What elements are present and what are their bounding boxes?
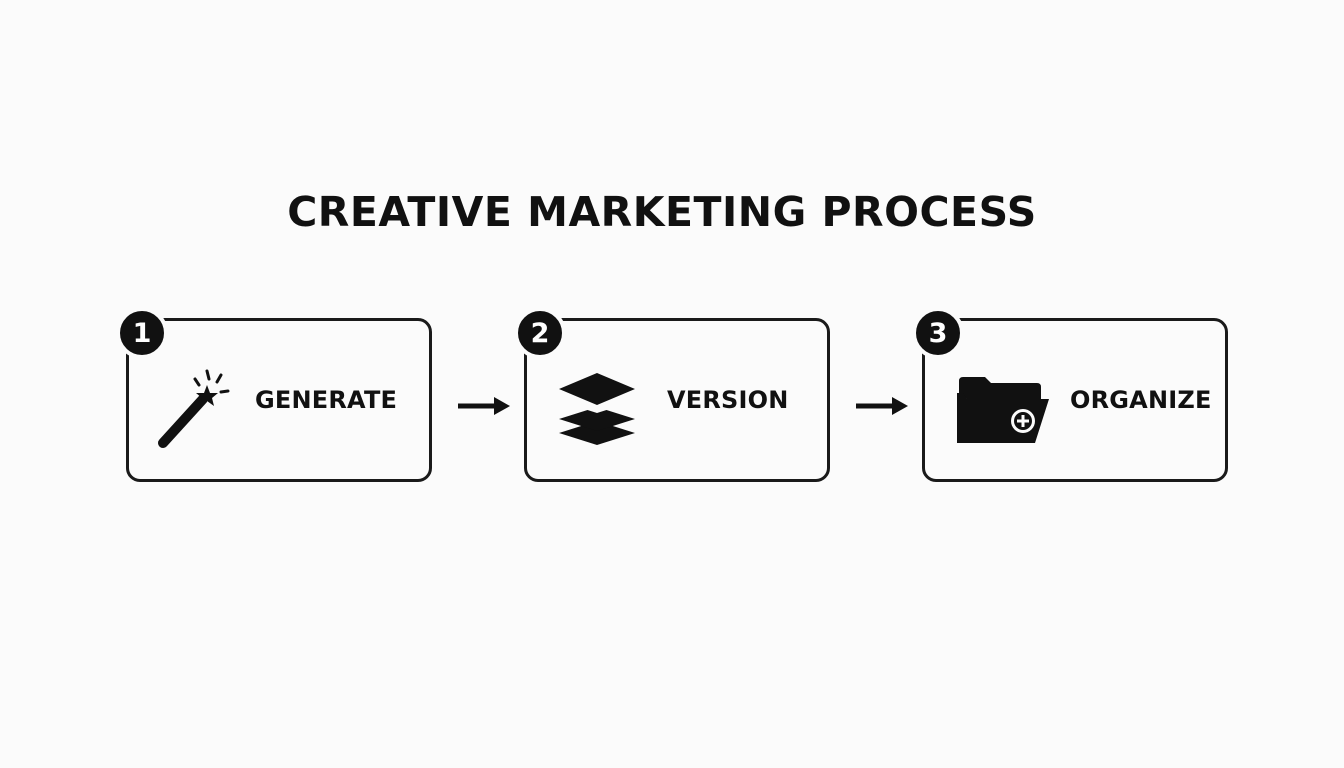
step-label-generate: GENERATE (255, 386, 398, 414)
arrow-right-icon (456, 394, 512, 418)
page-title: CREATIVE MARKETING PROCESS (287, 188, 1037, 236)
step-card-version: 2 VERSION (514, 307, 830, 482)
arrow-right-icon (854, 394, 910, 418)
step-card-organize: 3 ORGANIZE (912, 307, 1228, 482)
step-label-version: VERSION (667, 386, 789, 414)
folder-add-icon (953, 373, 1053, 449)
step-label-organize: ORGANIZE (1070, 386, 1212, 414)
step-number-badge: 1 (116, 307, 168, 359)
step-card-generate: 1 GENERATE (116, 307, 432, 482)
magic-wand-icon (151, 365, 241, 455)
layers-icon (553, 367, 643, 451)
step-number-badge: 3 (912, 307, 964, 359)
step-number-badge: 2 (514, 307, 566, 359)
